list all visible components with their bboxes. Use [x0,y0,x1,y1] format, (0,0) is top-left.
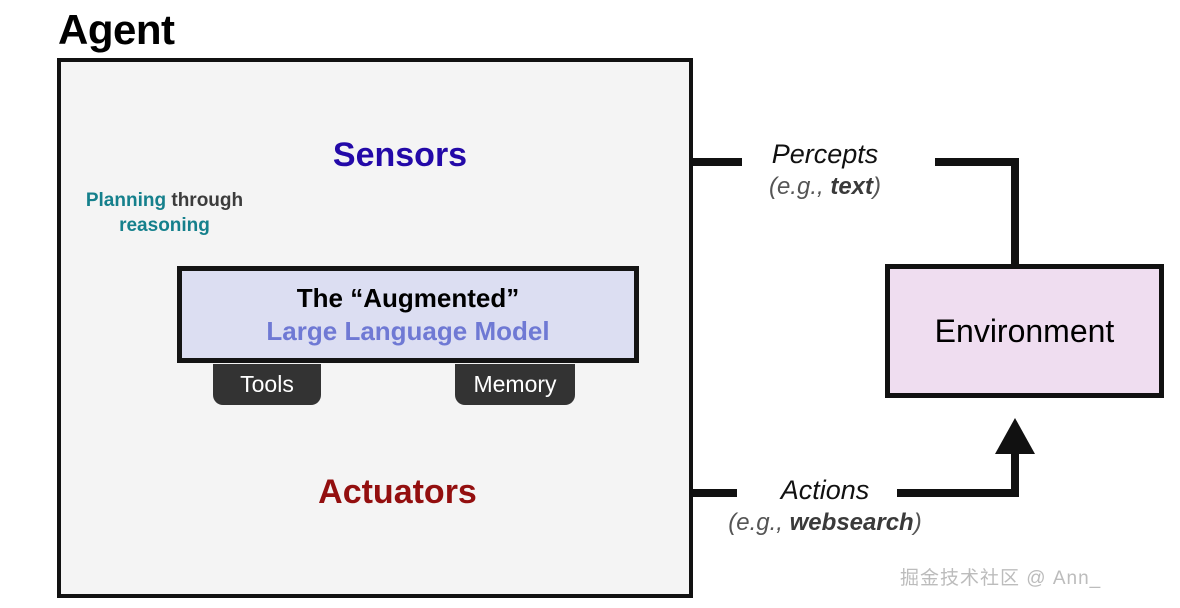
percepts-example-suffix: ) [873,173,882,200]
percepts-example-prefix: (e.g., [768,173,831,200]
tab-tools[interactable]: Tools [213,364,321,405]
tab-memory[interactable]: Memory [455,364,575,405]
actions-example-value: websearch [789,509,914,536]
page-title: Agent [58,6,175,53]
llm-subtitle-line: Large Language Model [266,315,550,346]
planning-annotation: Planning through reasoning [62,188,267,238]
planning-keyword: Planning [85,190,167,211]
watermark: 掘金技术社区 @ Ann_ [900,568,1102,589]
planning-connector-word: through [166,190,244,211]
environment-label: Environment [934,313,1115,349]
actions-arrowhead [995,418,1035,454]
percepts-edge-label: Percepts (e.g., text) [700,138,950,203]
actions-title: Actions [780,475,870,505]
actuators-label: Actuators [318,473,477,511]
actions-edge-label: Actions (e.g., websearch) [680,474,970,539]
percepts-title: Percepts [771,139,879,169]
environment-box[interactable]: Environment [885,264,1164,398]
sensors-label: Sensors [332,136,468,174]
reasoning-keyword: reasoning [119,215,210,236]
actions-example-prefix: (e.g., [728,509,790,536]
augmented-llm-box[interactable]: The “Augmented” Large Language Model [177,266,639,363]
actions-example: (e.g., websearch) [680,507,970,539]
percepts-example-value: text [830,173,874,200]
llm-title-line: The “Augmented” [296,282,520,313]
actions-example-suffix: ) [913,509,922,536]
percepts-example: (e.g., text) [700,171,950,203]
